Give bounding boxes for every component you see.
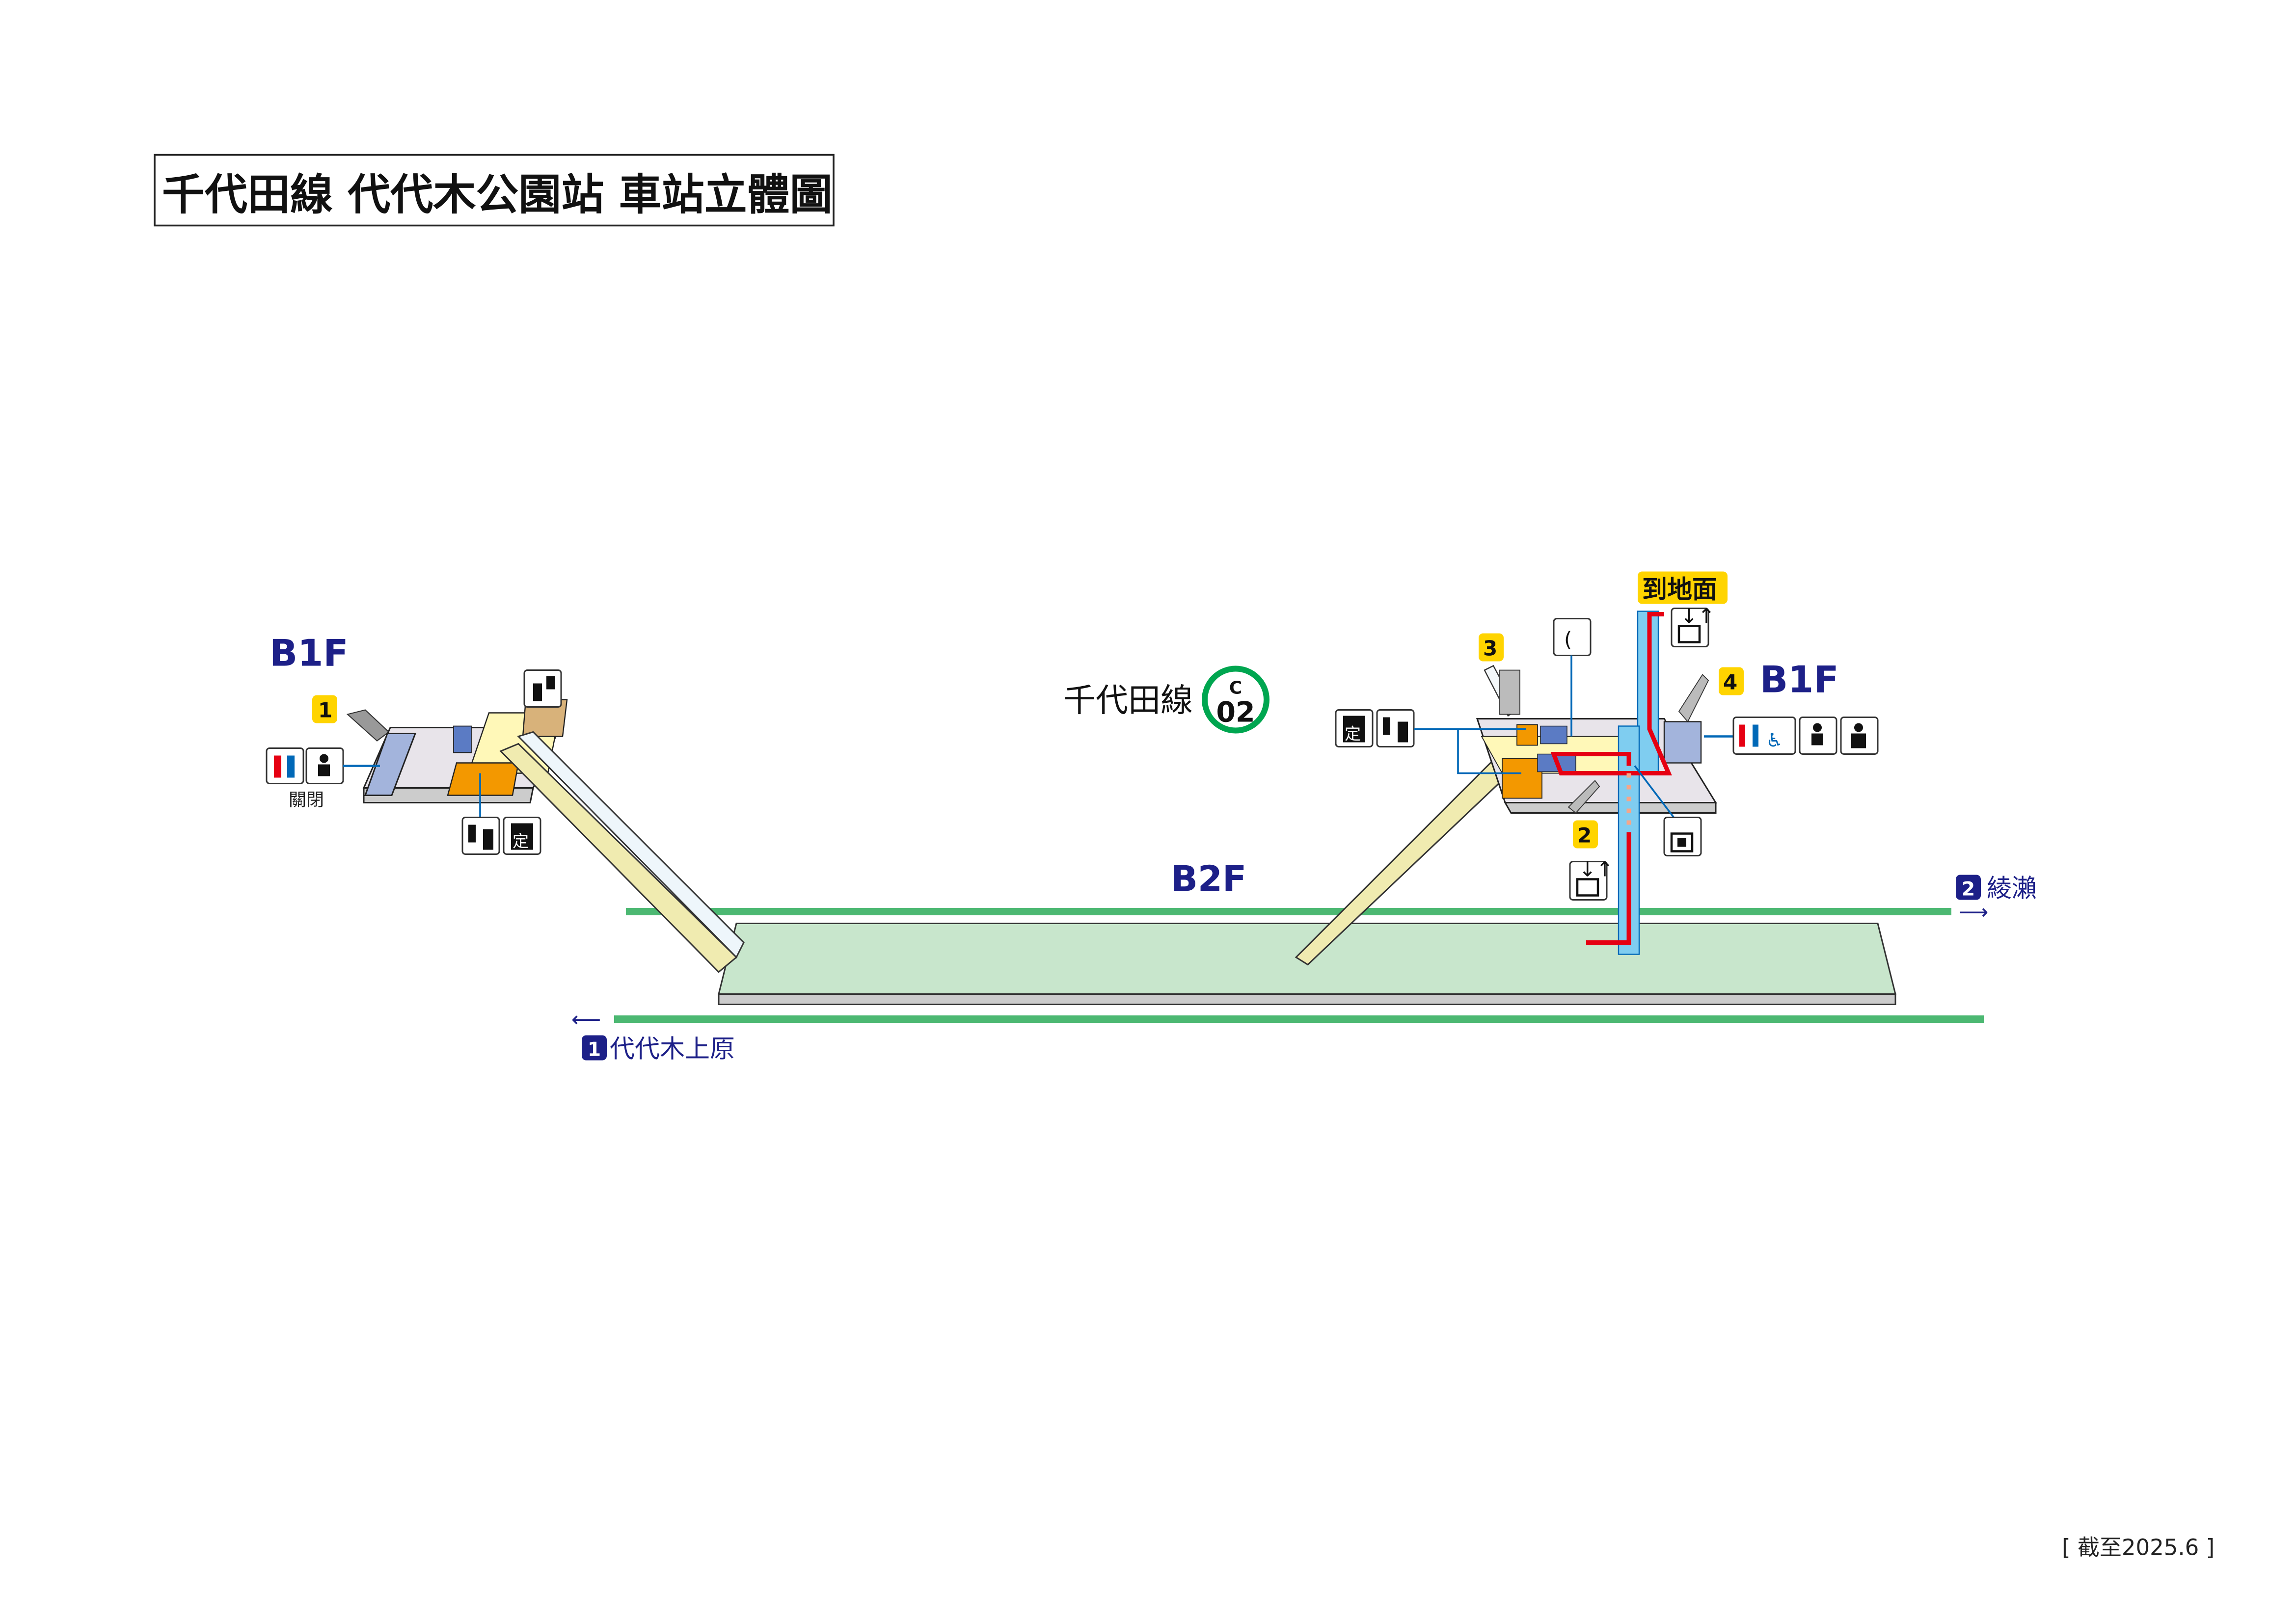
direction-right-number: 2 xyxy=(1962,878,1975,901)
svg-text:♿: ♿ xyxy=(1766,730,1783,752)
exit-4-stairs xyxy=(1678,674,1709,723)
platform-edge xyxy=(718,993,1896,1005)
arrow-right-icon: ⟶ xyxy=(1959,900,1988,924)
exit-badge-3 xyxy=(1479,633,1504,662)
as-of-date: [ 截至2025.6 ] xyxy=(2062,1535,2215,1561)
exit-4-label: 4 xyxy=(1723,670,1737,694)
direction-left: ⟵ 1 代代木上原 xyxy=(571,1008,735,1064)
phone-icon: ( xyxy=(1553,618,1592,656)
to-ground-label: 到地面 xyxy=(1642,576,1717,605)
station-office-icon xyxy=(523,669,562,708)
direction-right-destination: 綾瀨 xyxy=(1987,875,2037,904)
commuter-pass-icon: 定 xyxy=(503,817,541,855)
svg-text:(: ( xyxy=(1564,628,1572,652)
left-escalator xyxy=(517,731,745,959)
line-code-badge xyxy=(1202,665,1270,734)
elevator-icon: ↓↑ xyxy=(1569,857,1613,901)
direction-left-number: 1 xyxy=(588,1039,601,1061)
right-toilet-block xyxy=(1663,721,1702,764)
accessible-route-upper xyxy=(1550,612,1672,775)
arrow-left-icon: ⟵ xyxy=(571,1008,601,1032)
toilet-icon xyxy=(266,747,304,784)
right-ticket-gates-upper xyxy=(1540,725,1567,745)
title-box xyxy=(154,154,835,227)
leader-line xyxy=(1457,729,1521,774)
accessible-route-lower xyxy=(1586,832,1631,945)
line-code-letter: C xyxy=(1229,678,1242,698)
to-ground-badge xyxy=(1638,571,1728,604)
commuter-pass-glyph: 定 xyxy=(513,832,529,851)
baby-care-icon xyxy=(1799,717,1837,755)
floor-label-right-b1f: B1F xyxy=(1760,658,1839,701)
right-concourse-edge xyxy=(1504,802,1717,814)
floor-label-b2f: B2F xyxy=(1171,858,1246,900)
leader-line xyxy=(1634,765,1677,821)
left-ticket-office xyxy=(447,762,519,796)
left-toilet-block xyxy=(364,733,417,796)
direction-right: 2 綾瀨 ⟶ xyxy=(1956,875,2037,924)
first-aid-icon xyxy=(1840,717,1879,755)
closed-label: 關閉 xyxy=(289,790,324,810)
exit-badge-1 xyxy=(312,695,337,723)
exit-2-label: 2 xyxy=(1577,824,1592,848)
svg-text:↓↑: ↓↑ xyxy=(1579,857,1613,881)
ticket-office-icon xyxy=(461,817,500,855)
exit-3-stairs xyxy=(1499,669,1520,715)
right-ticket-office-lower xyxy=(1502,758,1542,799)
svg-text:↓↑: ↓↑ xyxy=(1680,604,1715,628)
commuter-pass-glyph: 定 xyxy=(1345,724,1361,744)
commuter-pass-icon: 定 xyxy=(1335,709,1374,747)
floor-label-left-b1f: B1F xyxy=(270,632,349,675)
line-name: 千代田線 xyxy=(1063,682,1193,719)
exit-badge-4 xyxy=(1719,667,1744,695)
accessible-toilet-icon: ♿ xyxy=(1732,717,1796,755)
exit-3-label: 3 xyxy=(1483,637,1497,661)
right-ticket-office-upper xyxy=(1516,724,1538,746)
exit-1-stairs xyxy=(346,709,390,742)
exit-badge-2 xyxy=(1573,820,1598,849)
elevator-icon: ↓↑ xyxy=(1671,604,1715,647)
exit-2-stairs xyxy=(1567,780,1600,814)
baby-care-icon xyxy=(305,747,344,784)
page-title: 千代田線 代代木公園站 車站立體圖 xyxy=(162,170,833,220)
left-ticket-gates xyxy=(453,725,472,753)
coin-locker-icon xyxy=(1663,817,1702,856)
line-code-number: 02 xyxy=(1216,696,1255,729)
ticket-office-icon xyxy=(1376,709,1415,747)
exit-1-label: 1 xyxy=(318,698,332,722)
left-stairs-to-b2f xyxy=(499,743,738,973)
direction-left-destination: 代代木上原 xyxy=(610,1035,735,1064)
